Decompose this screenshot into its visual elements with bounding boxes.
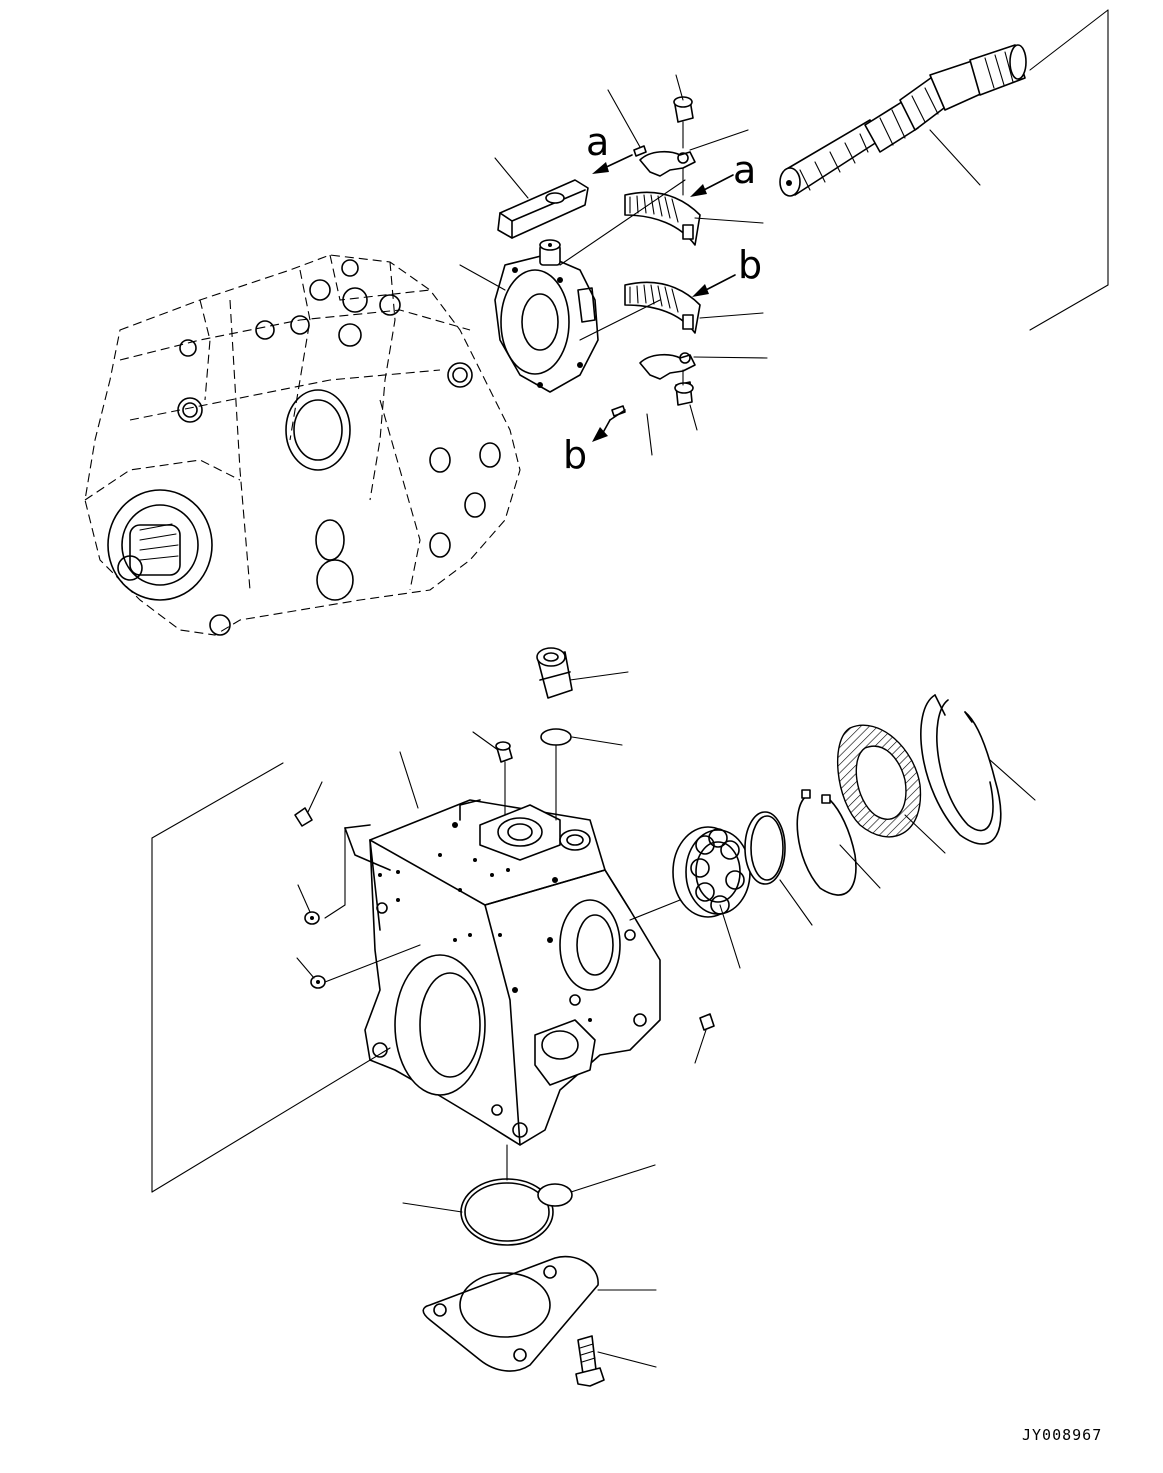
swash-plate bbox=[494, 239, 599, 393]
ball-bearing bbox=[672, 826, 751, 918]
drawing-code: JY008967 bbox=[1022, 1426, 1102, 1444]
callout-letter-a-lower: a bbox=[733, 148, 756, 192]
lower-hardware bbox=[294, 647, 1002, 1387]
upper-leaders bbox=[459, 9, 1109, 456]
callout-letter-b-lower: b bbox=[563, 433, 587, 477]
pump-assembly-outline bbox=[84, 254, 521, 636]
drive-shaft bbox=[779, 44, 1027, 197]
callout-letter-a-upper: a bbox=[586, 120, 609, 164]
pump-case bbox=[344, 799, 661, 1146]
cover-plate bbox=[422, 1255, 599, 1372]
upper-hardware bbox=[494, 96, 701, 417]
lower-leaders bbox=[151, 671, 1036, 1368]
callout-letter-b-upper: b bbox=[738, 243, 762, 287]
